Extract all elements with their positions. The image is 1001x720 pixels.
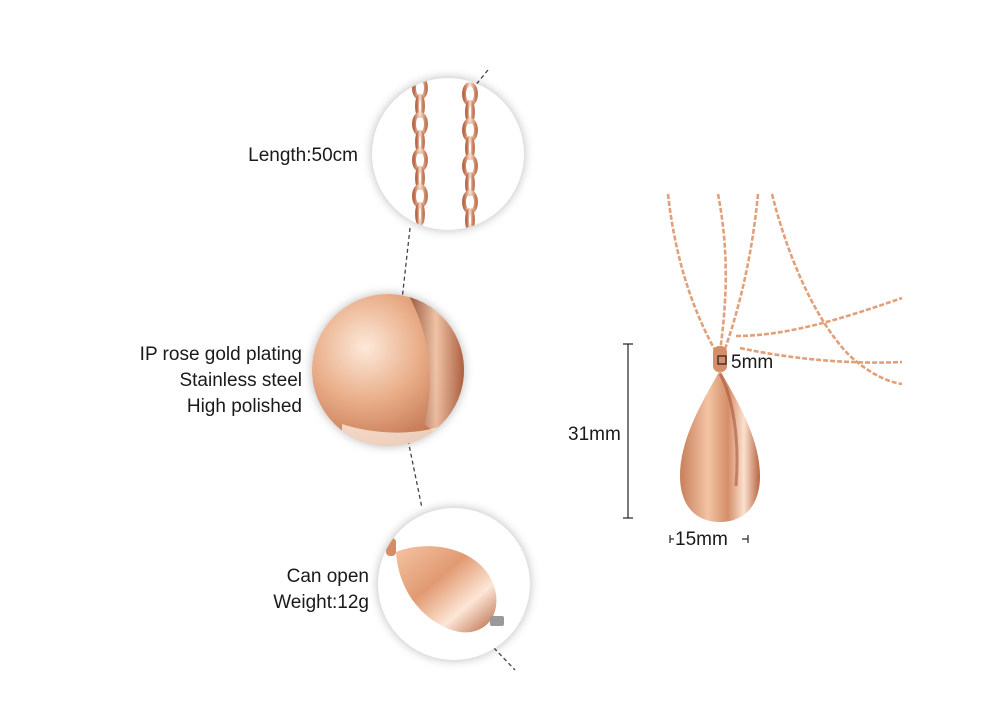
feature-callout: Can open Weight:12g: [273, 564, 369, 616]
polished-surface-image: [312, 294, 464, 446]
width-dimension-label: 15mm: [675, 529, 728, 550]
necklace-product-image: [666, 193, 903, 522]
chain-detail-image: [412, 78, 478, 230]
material-line-polished: High polished: [186, 396, 302, 417]
open-pendant-circle: [378, 508, 530, 660]
bail-dimension-label: 5mm: [731, 352, 774, 373]
polished-surface-circle: [312, 294, 464, 446]
material-line-steel: Stainless steel: [179, 370, 302, 391]
length-callout: Length:50cm: [248, 145, 358, 166]
chain-detail-circle: [372, 78, 524, 230]
material-line-plating: IP rose gold plating: [139, 344, 302, 365]
height-dimension-label: 31mm: [568, 424, 621, 445]
feature-line-open: Can open: [286, 566, 369, 587]
material-callout: IP rose gold plating Stainless steel Hig…: [140, 342, 302, 420]
feature-line-weight: Weight:12g: [273, 592, 369, 613]
